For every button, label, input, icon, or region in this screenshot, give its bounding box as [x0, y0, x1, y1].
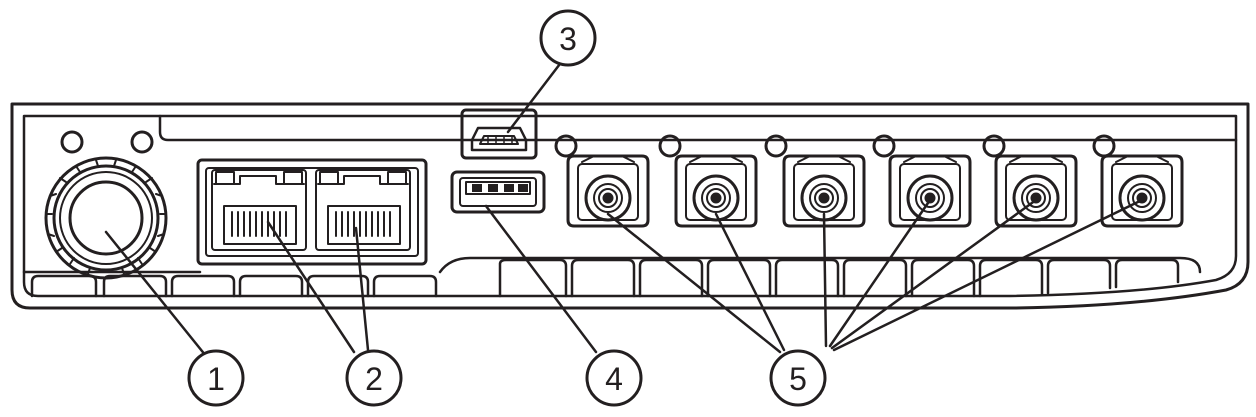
ethernet-ports — [196, 158, 428, 266]
housing-ribs — [30, 258, 1180, 298]
coax-connector — [782, 154, 866, 228]
coax-connectors — [566, 154, 1184, 228]
callout-3-label: 3 — [559, 21, 577, 57]
coax-connector — [1100, 154, 1184, 228]
screw-holes — [60, 130, 1116, 158]
callout-4: 4 — [585, 349, 643, 407]
coax-connector — [994, 154, 1078, 228]
callout-4-label: 4 — [605, 361, 623, 397]
callout-2: 2 — [345, 349, 403, 407]
callout-5-label: 5 — [789, 361, 807, 397]
leader-lines — [104, 54, 1144, 358]
usb-a-port — [450, 170, 546, 214]
coax-connector — [674, 154, 758, 228]
mini-usb-port — [460, 108, 538, 160]
coax-connector — [888, 154, 972, 228]
callout-5: 5 — [769, 349, 827, 407]
callout-3: 3 — [539, 9, 597, 67]
power-connector — [44, 156, 168, 280]
coax-connector — [566, 154, 650, 228]
callout-1-label: 1 — [207, 361, 225, 397]
callout-1: 1 — [187, 349, 245, 407]
callout-2-label: 2 — [365, 361, 383, 397]
